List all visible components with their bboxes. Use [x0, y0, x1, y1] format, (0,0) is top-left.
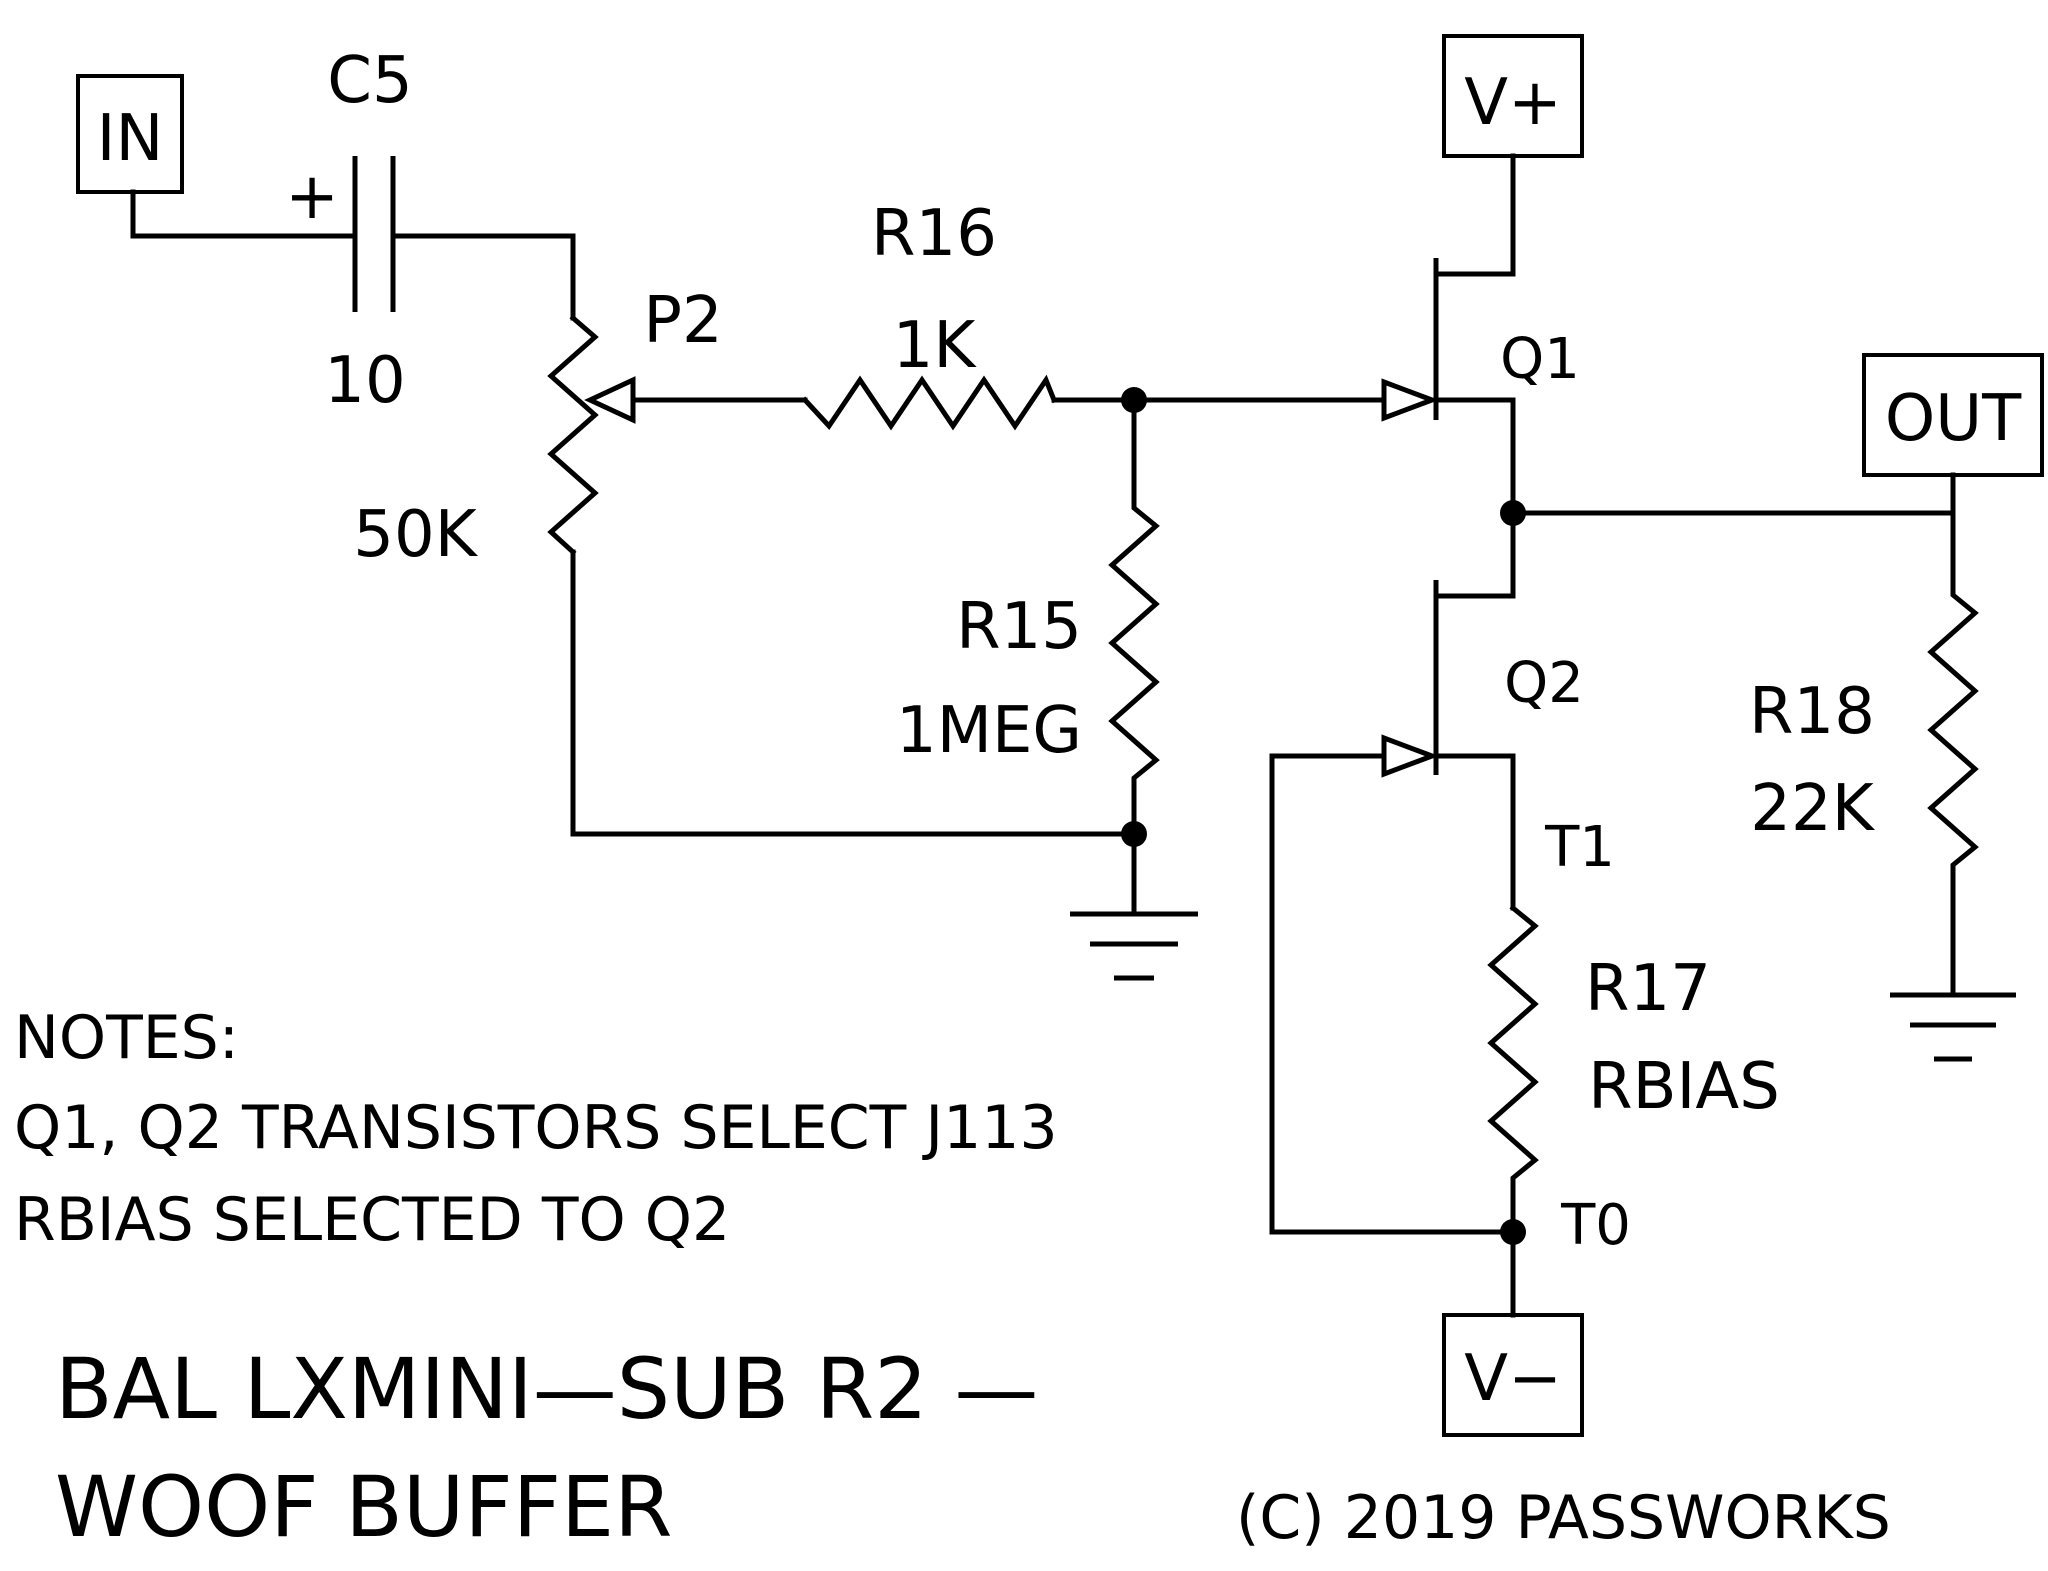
title-line2: WOOF BUFFER — [55, 1458, 673, 1556]
vminus-port: V− — [1442, 1313, 1584, 1437]
p2-ref-label: P2 — [643, 284, 722, 358]
q2-gate-arrow — [1381, 734, 1440, 778]
node-t1-label: T1 — [1544, 815, 1615, 880]
notes-line2: RBIAS SELECTED TO Q2 — [14, 1185, 730, 1255]
q1-source-lead — [1433, 397, 1516, 516]
out-port: OUT — [1862, 353, 2044, 477]
vplus-port: V+ — [1442, 34, 1584, 158]
r15-value-label: 1MEG — [896, 694, 1082, 768]
r15-zigzag — [1108, 397, 1160, 837]
out-port-label: OUT — [1885, 382, 2022, 456]
wire-vplus-q1-drain — [1433, 153, 1516, 277]
title-block: BAL LXMINI—SUB R2 — WOOF BUFFER — [55, 1340, 1038, 1556]
r16-zigzag — [801, 374, 1058, 431]
vplus-port-label: V+ — [1464, 66, 1561, 140]
q1-gate-arrow — [1381, 378, 1440, 422]
q2-ref-label: Q2 — [1504, 651, 1584, 716]
title-line1: BAL LXMINI—SUB R2 — — [55, 1340, 1038, 1438]
p2-zigzag — [547, 314, 599, 556]
r18-value-label: 22K — [1750, 772, 1875, 846]
transistor-q1: Q1 — [1381, 258, 1580, 516]
r15-ref-label: R15 — [956, 590, 1082, 664]
transistor-q2: Q2 — [1381, 510, 1584, 911]
r18-ref-label: R18 — [1749, 675, 1875, 749]
ground-symbol-left — [1070, 831, 1198, 981]
wire-in-c5 — [130, 189, 351, 239]
r17-zigzag — [1487, 904, 1539, 1235]
wire-c5-p2 — [390, 233, 576, 321]
resistor-r16: R16 1K — [801, 197, 1058, 431]
q2-source-lead — [1433, 753, 1516, 911]
in-port-box — [76, 74, 184, 194]
resistor-r15: R15 1MEG — [896, 397, 1160, 837]
resistor-r18: R18 22K — [1749, 510, 1979, 998]
in-port: IN — [76, 74, 184, 194]
ground-symbol-right — [1890, 992, 2016, 1062]
p2-value-label: 50K — [353, 498, 478, 572]
r17-value-label: RBIAS — [1588, 1050, 1780, 1124]
r16-ref-label: R16 — [871, 197, 997, 271]
resistor-r17: R17 RBIAS — [1487, 904, 1780, 1235]
in-port-label: IN — [97, 102, 164, 176]
wire-p2-bottom-ground — [570, 549, 1137, 837]
node-t0-label: T0 — [1560, 1193, 1631, 1258]
notes-heading: NOTES: — [14, 1003, 239, 1073]
c5-value-label: 10 — [324, 344, 405, 418]
capacitor-c5: C5 + 10 — [285, 44, 413, 418]
c5-ref-label: C5 — [327, 44, 412, 118]
vminus-port-label: V− — [1464, 1342, 1561, 1416]
r16-value-label: 1K — [893, 309, 978, 383]
c5-polarity-label: + — [285, 160, 339, 234]
notes-block: NOTES: Q1, Q2 TRANSISTORS SELECT J113 RB… — [14, 1003, 1058, 1255]
notes-line1: Q1, Q2 TRANSISTORS SELECT J113 — [14, 1093, 1058, 1163]
q2-drain-lead — [1433, 510, 1516, 599]
vminus-port-box — [1442, 1313, 1584, 1437]
potentiometer-p2: P2 50K — [353, 284, 722, 572]
r18-zigzag — [1927, 510, 1979, 998]
wire-q2-gate-t0 — [1269, 753, 1516, 1235]
copyright-text: (C) 2019 PASSWORKS — [1236, 1483, 1891, 1553]
q1-ref-label: Q1 — [1500, 327, 1580, 392]
r17-ref-label: R17 — [1585, 952, 1711, 1026]
